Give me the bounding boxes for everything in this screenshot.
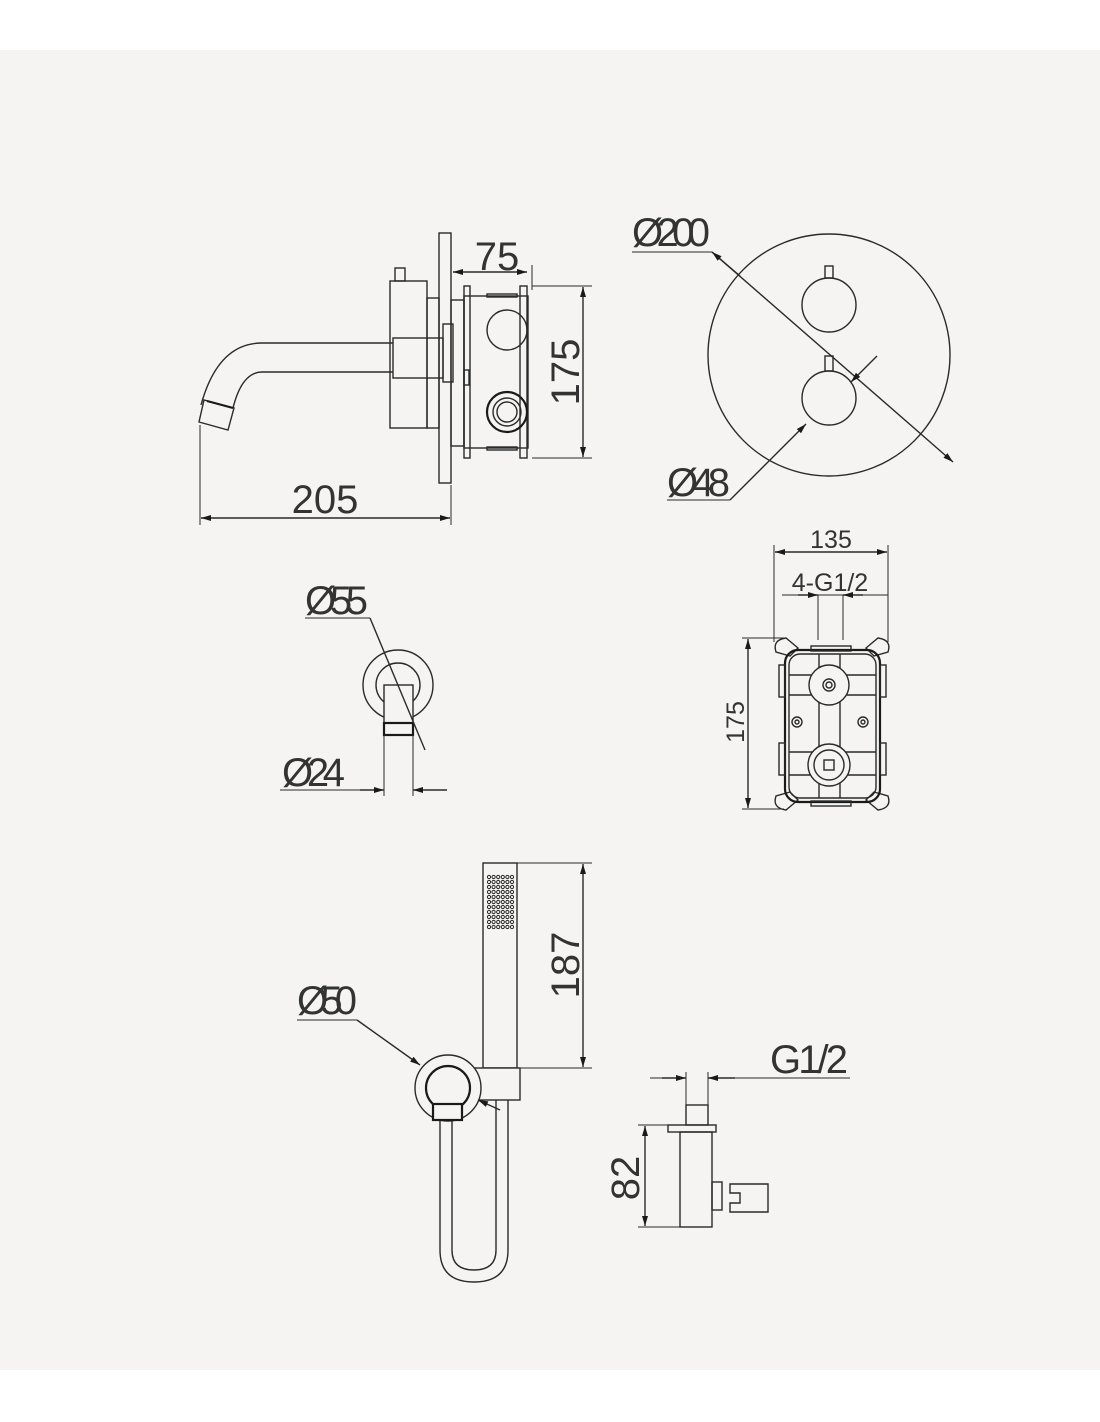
nozzle-dot <box>509 874 515 880</box>
depth-label: 75 <box>475 235 520 279</box>
cover-plate-view: Ø200 Ø48 <box>632 211 954 505</box>
nozzle-dot <box>486 884 492 890</box>
spout-diameter-label: Ø24 <box>282 751 345 795</box>
wall-outlet-view: G1/2 82 <box>604 1038 850 1228</box>
thread-label: G1/2 <box>770 1038 848 1082</box>
nozzle-dot <box>496 889 501 895</box>
nozzle-dot <box>500 889 505 895</box>
nozzle-dot <box>486 909 492 915</box>
nozzle-dot <box>505 879 510 885</box>
box-width-label: 135 <box>810 526 852 554</box>
nozzle-dot <box>491 884 496 890</box>
nozzle-dot <box>505 894 510 900</box>
nozzle-dot <box>486 889 492 895</box>
nozzle-dot <box>491 879 496 885</box>
drawing-background <box>0 50 1100 1370</box>
nozzle-dot <box>509 914 515 920</box>
nozzle-dot <box>505 884 510 890</box>
nozzle-dot <box>491 899 496 905</box>
box-height-label: 175 <box>722 701 750 743</box>
nozzle-dot <box>486 899 492 905</box>
nozzle-dot <box>500 899 505 905</box>
nozzle-dot <box>496 924 501 930</box>
outlet-height-label: 82 <box>604 1156 648 1201</box>
nozzle-dot <box>505 899 510 905</box>
height-label: 175 <box>544 339 588 406</box>
hand-shower-view: 187 Ø50 <box>297 862 592 1283</box>
nozzle-dot <box>500 914 505 920</box>
nozzle-dot <box>509 909 515 915</box>
nozzle-dot <box>486 904 492 910</box>
nozzle-dots <box>486 874 515 930</box>
nozzle-dot <box>509 879 515 885</box>
nozzle-dot <box>500 894 505 900</box>
shower-length-label: 187 <box>544 932 588 999</box>
nozzle-dot <box>505 889 510 895</box>
nozzle-dot <box>500 879 505 885</box>
nozzle-dot <box>509 899 515 905</box>
nozzle-dot <box>486 924 492 930</box>
nozzle-dot <box>505 909 510 915</box>
nozzle-dot <box>509 924 515 930</box>
nozzle-dot <box>500 909 505 915</box>
nozzle-dot <box>509 904 515 910</box>
nozzle-dot <box>491 889 496 895</box>
nozzle-dot <box>500 884 505 890</box>
nozzle-dot <box>486 879 492 885</box>
nozzle-dot <box>505 924 510 930</box>
handle-diameter-label: Ø48 <box>667 461 730 505</box>
nozzle-dot <box>509 889 515 895</box>
nozzle-dot <box>491 909 496 915</box>
nozzle-dot <box>505 919 510 925</box>
nozzle-dot <box>491 904 496 910</box>
nozzle-dot <box>496 914 501 920</box>
outlet-diameter-label: Ø50 <box>297 979 357 1023</box>
nozzle-dot <box>509 894 515 900</box>
inlets-label: 4-G1/2 <box>792 569 868 597</box>
nozzle-dot <box>496 904 501 910</box>
nozzle-dot <box>500 904 505 910</box>
nozzle-dot <box>509 919 515 925</box>
projection-label: 205 <box>292 478 359 522</box>
nozzle-dot <box>505 904 510 910</box>
nozzle-dot <box>500 874 505 880</box>
rosette-diameter-label: Ø55 <box>305 579 368 623</box>
nozzle-dot <box>496 919 501 925</box>
nozzle-dot <box>486 894 492 900</box>
nozzle-dot <box>500 919 505 925</box>
nozzle-dot <box>486 874 492 880</box>
nozzle-dot <box>491 924 496 930</box>
nozzle-dot <box>491 914 496 920</box>
nozzle-dot <box>496 894 501 900</box>
nozzle-dot <box>496 884 501 890</box>
nozzle-dot <box>496 879 501 885</box>
spout-side-view: 75 175 205 <box>198 232 592 525</box>
plate-diameter-label: Ø200 <box>632 211 710 255</box>
nozzle-dot <box>496 874 501 880</box>
nozzle-dot <box>500 924 505 930</box>
nozzle-dot <box>491 894 496 900</box>
nozzle-dot <box>496 899 501 905</box>
valve-box-view: 135 4-G1/2 175 <box>722 526 890 811</box>
spout-front-view: Ø55 Ø24 <box>280 579 447 796</box>
nozzle-dot <box>486 914 492 920</box>
nozzle-dot <box>486 919 492 925</box>
nozzle-dot <box>491 919 496 925</box>
nozzle-dot <box>496 909 501 915</box>
nozzle-dot <box>505 874 510 880</box>
nozzle-dot <box>505 914 510 920</box>
nozzle-dot <box>509 884 515 890</box>
nozzle-dot <box>491 874 496 880</box>
